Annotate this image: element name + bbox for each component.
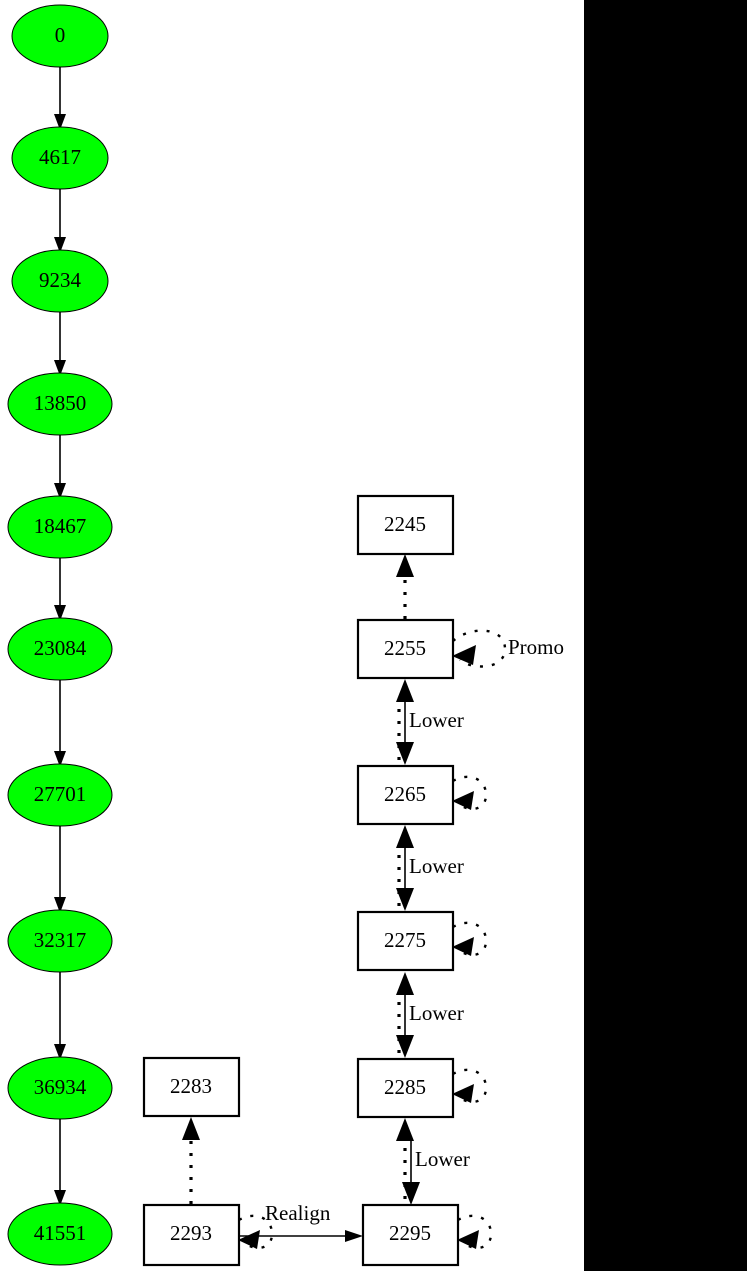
self-loops: Promo [238,629,564,1250]
box-node-group: 2245 2255 2265 2275 2285 2295 [142,494,460,1267]
edge-2265-2255: Lower [396,679,464,765]
node-23084[interactable]: 23084 [7,617,113,681]
edge-18467-23084 [54,558,66,621]
edge-label-lower-2: Lower [409,854,464,878]
self-loop-2255: Promo [452,629,564,668]
node-41551[interactable]: 41551 [7,1202,113,1266]
node-2283[interactable]: 2283 [142,1056,241,1118]
node-2245[interactable]: 2245 [356,494,455,556]
edge-2295-2285: Lower [396,1118,470,1205]
edge-13850-18467 [54,435,66,499]
chain-edges [54,67,66,1206]
node-0[interactable]: 0 [11,4,109,68]
box-edges: Lower Lower Lower [182,554,470,1242]
right-black-panel [584,0,747,1271]
edge-2293-2283 [182,1117,200,1204]
node-2275[interactable]: 2275 [356,910,455,972]
node-36934[interactable]: 36934 [7,1056,113,1120]
node-label: 2255 [384,636,426,660]
node-2285[interactable]: 2285 [356,1057,455,1119]
node-13850[interactable]: 13850 [7,372,113,436]
edge-9234-13850 [54,312,66,376]
node-32317[interactable]: 32317 [7,909,113,973]
node-4617[interactable]: 4617 [11,126,109,190]
edge-label-lower-1: Lower [409,708,464,732]
node-label: 0 [55,23,66,47]
node-label: 18467 [34,514,87,538]
node-9234[interactable]: 9234 [11,249,109,313]
edge-36934-41551 [54,1119,66,1206]
node-label: 2285 [384,1075,426,1099]
node-2265[interactable]: 2265 [356,764,455,826]
node-2293[interactable]: 2293 [142,1203,241,1267]
edge-23084-27701 [54,680,66,767]
node-label: 27701 [34,782,87,806]
self-loop-2293 [238,1214,274,1250]
node-label: 2295 [389,1221,431,1245]
node-label: 41551 [34,1221,87,1245]
edge-2285-2275: Lower [396,972,464,1058]
node-label: 2283 [170,1074,212,1098]
node-18467[interactable]: 18467 [7,495,113,559]
edge-4617-9234 [54,189,66,253]
self-loop-2265 [452,775,488,811]
node-label: 2293 [170,1221,212,1245]
edge-label-lower-4: Lower [415,1147,470,1171]
node-label: 4617 [39,145,81,169]
node-label: 9234 [39,268,82,292]
edge-0-4617 [54,67,66,130]
self-loop-2295 [457,1214,493,1250]
node-label: 2245 [384,512,426,536]
edge-27701-32317 [54,826,66,913]
edge-label-realign: Realign [265,1201,331,1225]
node-2295[interactable]: 2295 [361,1203,460,1267]
edge-label-promo: Promo [508,635,564,659]
edge-label-lower-3: Lower [409,1001,464,1025]
edge-32317-36934 [54,972,66,1060]
node-label: 32317 [34,928,87,952]
node-label: 2265 [384,782,426,806]
edge-2255-2245 [396,554,414,619]
edge-2275-2265: Lower [396,825,464,911]
self-loop-2275 [452,921,488,957]
node-label: 23084 [34,636,87,660]
chain-node-group: 0 4617 9234 13850 18467 23084 [7,4,113,1266]
self-loop-2285 [452,1068,488,1104]
node-label: 2275 [384,928,426,952]
node-27701[interactable]: 27701 [7,763,113,827]
node-label: 36934 [34,1075,87,1099]
node-2255[interactable]: 2255 [356,618,455,680]
node-label: 13850 [34,391,87,415]
